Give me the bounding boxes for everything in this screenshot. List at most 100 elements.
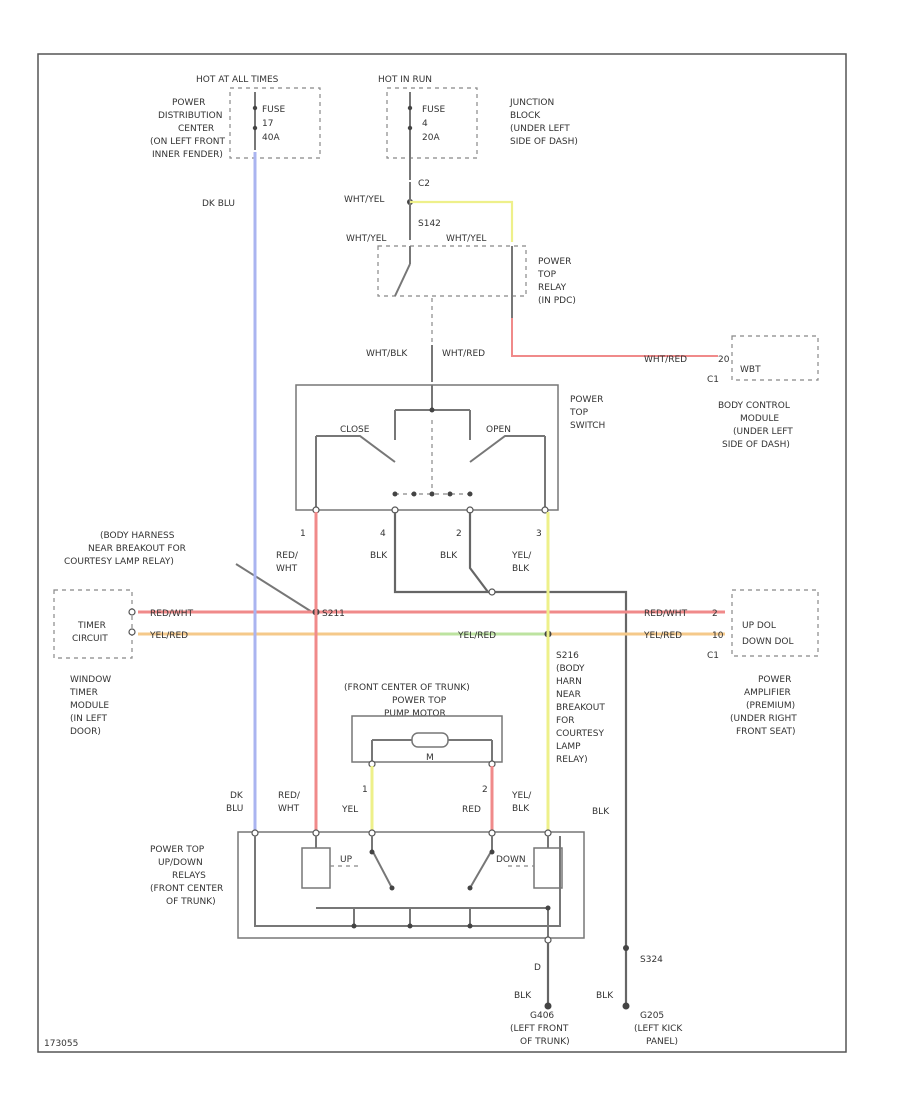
g406-label: G406: [530, 1011, 554, 1021]
wire-red-label: RED: [462, 805, 481, 815]
relay-desc-1: TOP: [537, 270, 557, 280]
timer-box-1: CIRCUIT: [72, 634, 108, 644]
s216-desc-3: NEAR: [556, 690, 581, 700]
amp-c1: C1: [707, 651, 719, 661]
jb-desc-2: (UNDER LEFT: [510, 124, 570, 134]
pdc-desc-4: INNER FENDER): [152, 150, 223, 160]
s216-desc-6: COURTESY: [556, 729, 604, 739]
motor-desc-0: (FRONT CENTER OF TRUNK): [344, 683, 470, 693]
switch-pin-3: [541, 506, 549, 514]
switch-bar-dot-1: [392, 491, 398, 497]
switch-bar-dot-4: [447, 491, 453, 497]
wire-yel-red-timer: YEL/RED: [149, 631, 188, 641]
up-relay-dot-1: [369, 849, 375, 855]
down-relay-coil: [533, 847, 563, 889]
wire-dk-blu-top: DK BLU: [202, 199, 235, 209]
wire-blk-from-pin4: [393, 512, 628, 1004]
jb-fuse-rating: 20A: [422, 133, 440, 143]
amp-desc-2: (PREMIUM): [746, 701, 795, 711]
wire-red-wht-1a: RED/: [276, 551, 299, 561]
pdc-desc-3: (ON LEFT FRONT: [150, 137, 226, 147]
power-top-relay-box: [377, 245, 527, 297]
pdc-fuse-dot-bottom: [252, 125, 258, 131]
bcm-pin: 20: [718, 355, 730, 365]
updown-pin-yel: [368, 829, 376, 837]
timer-desc-1: TIMER: [69, 688, 98, 698]
bcm-wbt-label: WBT: [740, 365, 761, 375]
switch-bar-dot-3: [429, 491, 435, 497]
switch-desc-1: TOP: [569, 408, 589, 418]
wire-wht-blk: WHT/BLK: [366, 349, 408, 359]
amp-desc-3: (UNDER RIGHT: [730, 714, 797, 724]
pdc-desc-1: DISTRIBUTION: [158, 111, 222, 121]
updown-internal-wiring: [254, 836, 561, 940]
wire-dk-blu-2b: BLU: [226, 804, 243, 814]
harness-desc-0: (BODY HARNESS: [100, 531, 175, 541]
wire-wht-red-2: WHT/RED: [644, 355, 687, 365]
g205-label: G205: [640, 1011, 664, 1021]
switch-pin-4-label: 4: [380, 529, 386, 539]
pdc-desc-0: POWER: [172, 98, 205, 108]
bcm-c1: C1: [707, 375, 719, 385]
c2-connector-label: C2: [418, 179, 430, 189]
s142-label: S142: [418, 219, 441, 229]
motor-desc-1: POWER TOP: [392, 696, 447, 706]
updown-desc-0: POWER TOP: [150, 845, 205, 855]
wire-red-wht-2a: RED/: [278, 791, 301, 801]
s324-splice: [623, 945, 629, 951]
up-relay-coil: [301, 847, 331, 889]
pdc-box: [229, 87, 321, 159]
s216-desc-4: BREAKOUT: [556, 703, 605, 713]
relay-bottom-dot-2: [407, 923, 413, 929]
g406-desc-0: (LEFT FRONT: [510, 1024, 569, 1034]
pdc-fuse-label: FUSE: [262, 105, 285, 115]
updown-pin-yelblk: [544, 829, 552, 837]
wire-blk-g205: BLK: [596, 991, 614, 1001]
relay-bottom-dot-4: [545, 905, 551, 911]
timer-module-box: [53, 589, 133, 659]
wire-blk-1: BLK: [370, 551, 388, 561]
updown-desc-2: RELAYS: [172, 871, 206, 881]
motor-m-label: M: [426, 753, 434, 763]
wire-blk-2: BLK: [440, 551, 458, 561]
jb-desc-1: BLOCK: [510, 111, 541, 121]
amp-pin-a: 2: [712, 609, 718, 619]
wire-yel-blk-2a: YEL/: [511, 791, 532, 801]
wire-wht-yel-1: WHT/YEL: [344, 195, 384, 205]
wire-red-wht-timer: RED/WHT: [150, 609, 194, 619]
switch-bar-dot-2: [411, 491, 417, 497]
relay-desc-0: POWER: [538, 257, 571, 267]
updown-ground-pin: [544, 936, 552, 944]
amp-box-1: DOWN DOL: [742, 637, 794, 647]
relay-desc-2: RELAY: [538, 283, 567, 293]
switch-desc-0: POWER: [570, 395, 603, 405]
wire-yel-red-mid: YEL/RED: [457, 631, 496, 641]
updown-desc-1: UP/DOWN: [158, 858, 203, 868]
relay-bottom-dot-1: [351, 923, 357, 929]
switch-desc-2: SWITCH: [570, 421, 605, 431]
diagram-frame: [37, 53, 847, 1053]
wire-blk-right: BLK: [592, 807, 610, 817]
timer-pin-b: [128, 628, 136, 636]
wire-blk-from-pin2: [468, 512, 489, 593]
junction-block-box: [386, 87, 478, 159]
wire-dk-blu-2a: DK: [230, 791, 244, 801]
pdc-fuse-dot-top: [252, 105, 258, 111]
pdc-fuse-number: 17: [262, 119, 273, 129]
wire-wht-yel-2: WHT/YEL: [346, 234, 386, 244]
g406-ground: [544, 1002, 552, 1010]
updown-pin-redwht: [312, 829, 320, 837]
wire-red-wht-2b: WHT: [278, 804, 300, 814]
wire-red-wht-amp: RED/WHT: [644, 609, 688, 619]
amp-desc-0: POWER: [758, 675, 791, 685]
bcm-desc-3: SIDE OF DASH): [722, 440, 790, 450]
bcm-box: [731, 335, 819, 381]
s216-desc-8: RELAY): [556, 755, 588, 765]
wire-yel-blk-1a: YEL/: [511, 551, 532, 561]
bcm-desc-0: BODY CONTROL: [718, 401, 790, 411]
s216-desc-5: FOR: [556, 716, 575, 726]
blk-junction: [488, 588, 496, 596]
amp-box-0: UP DOL: [742, 621, 776, 631]
s216-desc-0: S216: [556, 651, 579, 661]
timer-desc-2: MODULE: [70, 701, 109, 711]
